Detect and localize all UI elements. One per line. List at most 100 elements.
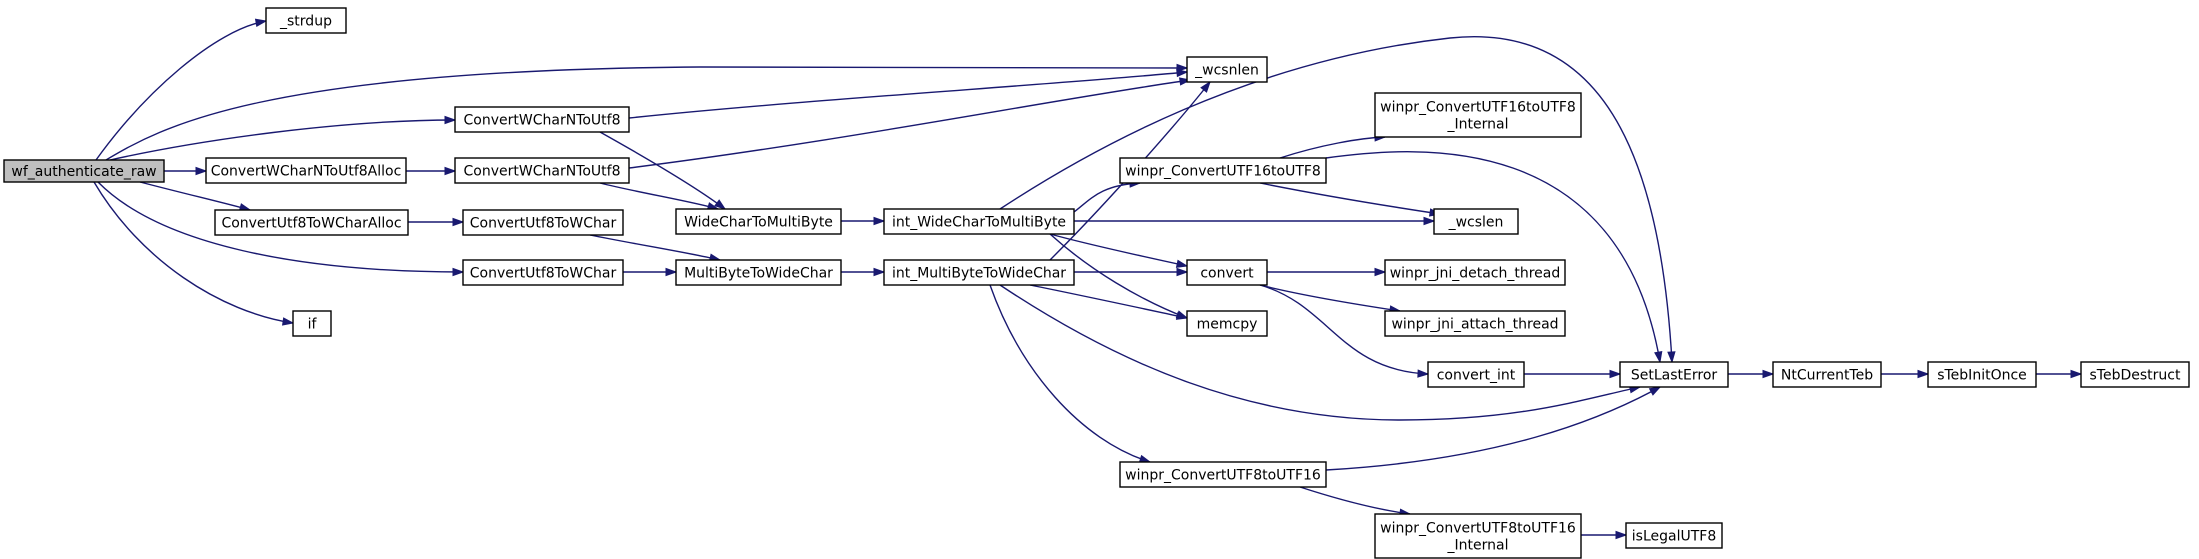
node-label: winpr_ConvertUTF16toUTF8 <box>1380 100 1576 116</box>
node-box <box>675 259 842 286</box>
node-box <box>1772 361 1882 388</box>
node-winpr-convertutf8toutf16[interactable]: winpr_ConvertUTF8toUTF16 <box>1119 461 1327 488</box>
edge-convert-to-convert-int <box>1259 284 1430 378</box>
node-label: int_MultiByteToWideChar <box>892 266 1066 282</box>
node-convertwcharntoutf8-b[interactable]: ConvertWCharNToUtf8 <box>454 157 630 184</box>
node-box <box>1619 361 1729 388</box>
node-box <box>462 209 624 236</box>
node-label: winpr_ConvertUTF8toUTF16 <box>1380 521 1576 537</box>
node-if[interactable]: if <box>292 310 332 337</box>
edge-multibytetowidechar-to-int-multibytetowidechar <box>841 267 886 277</box>
node-convertutf8towchar-a[interactable]: ConvertUtf8ToWChar <box>462 209 624 236</box>
edge-int-multibytetowidechar-to-setlasterror <box>999 284 1642 421</box>
edge-int-multibytetowidechar-to-memcpy <box>1029 284 1189 320</box>
node-wcslen[interactable]: _wcslen <box>1433 208 1519 235</box>
node-box <box>454 106 630 133</box>
node-box <box>1119 461 1327 488</box>
edge-convertwcharntoutf8alloc-to-convertwcharntoutf8-b <box>405 166 457 176</box>
node-int-widechartomultibyte[interactable]: int_WideCharToMultiByte <box>883 208 1075 235</box>
node-setlasterror[interactable]: SetLastError <box>1619 361 1729 388</box>
node-label: winpr_jni_detach_thread <box>1390 266 1561 282</box>
node-box <box>1625 522 1723 549</box>
node-box <box>883 208 1075 235</box>
node-convert-int[interactable]: convert_int <box>1427 361 1525 388</box>
node-winpr-convertutf8toutf16-internal[interactable]: winpr_ConvertUTF8toUTF16_Internal <box>1374 513 1582 559</box>
node-ntcurrentteb[interactable]: NtCurrentTeb <box>1772 361 1882 388</box>
node-strdup[interactable]: _strdup <box>265 7 347 34</box>
edge-convertwcharntoutf8-a-to-wcsnlen <box>628 68 1189 119</box>
node-multibytetowidechar[interactable]: MultiByteToWideChar <box>675 259 842 286</box>
edge-widechartomultibyte-to-int-widechartomultibyte <box>841 216 886 226</box>
edge-wf-authenticate-raw-to-convertutf8towchar-b <box>97 181 465 277</box>
node-box <box>1186 56 1268 83</box>
function-nodes: wf_authenticate_raw _strdup _wcsnlenConver… <box>3 7 2190 559</box>
node-box <box>1427 361 1525 388</box>
edge-wf-authenticate-raw-to-convertwcharntoutf8-a <box>109 115 457 161</box>
edge-winpr-convertutf16toutf8-to-setlasterror <box>1325 151 1663 364</box>
edge-stebinitonce-to-stebdestruct <box>2035 369 2083 379</box>
edge-wf-authenticate-raw-to-convertutf8towcharalloc <box>139 181 252 212</box>
edge-int-multibytetowidechar-to-convert <box>1074 267 1189 277</box>
node-label: NtCurrentTeb <box>1781 368 1873 384</box>
node-box <box>1374 92 1582 138</box>
node-label: _wcslen <box>1448 215 1504 231</box>
node-label: sTebDestruct <box>2090 368 2181 384</box>
node-box <box>1433 208 1519 235</box>
edge-int-widechartomultibyte-to-wcslen <box>1074 216 1436 226</box>
edge-winpr-convertutf8toutf16-to-setlasterror <box>1325 386 1662 471</box>
node-winpr-convertutf16toutf8-internal[interactable]: winpr_ConvertUTF16toUTF8_Internal <box>1374 92 1582 138</box>
edge-int-widechartomultibyte-to-winpr-convertutf16toutf8 <box>1073 179 1142 213</box>
node-convertwcharntoutf8alloc[interactable]: ConvertWCharNToUtf8Alloc <box>205 157 407 184</box>
node-label: ConvertUtf8ToWCharAlloc <box>221 216 401 232</box>
edge-convertwcharntoutf8-b-to-widechartomultibyte <box>599 182 720 211</box>
node-box <box>1119 157 1327 184</box>
node-label: ConvertWCharNToUtf8 <box>464 113 621 129</box>
node-label: ConvertUtf8ToWChar <box>470 216 617 232</box>
edge-convert-int-to-setlasterror <box>1523 369 1622 379</box>
node-box <box>1384 310 1566 337</box>
edge-convertwcharntoutf8-a-to-widechartomultibyte <box>599 131 727 210</box>
node-memcpy[interactable]: memcpy <box>1186 310 1268 337</box>
node-box <box>1384 259 1566 286</box>
node-int-multibytetowidechar[interactable]: int_MultiByteToWideChar <box>883 259 1075 286</box>
node-label: WideCharToMultiByte <box>684 215 833 231</box>
edge-winpr-convertutf16toutf8-to-wcslen <box>1259 182 1442 217</box>
node-box <box>2080 361 2190 388</box>
node-islegalutf8[interactable]: isLegalUTF8 <box>1625 522 1723 549</box>
node-box <box>265 7 347 34</box>
node-convertwcharntoutf8-a[interactable]: ConvertWCharNToUtf8 <box>454 106 630 133</box>
node-winpr-jni-detach-thread[interactable]: winpr_jni_detach_thread <box>1384 259 1566 286</box>
node-label: ConvertUtf8ToWChar <box>470 266 617 282</box>
edge-winpr-convertutf8toutf16-to-winpr-convertutf8toutf16-internal <box>1299 486 1412 517</box>
edge-int-multibytetowidechar-to-winpr-convertutf8toutf16 <box>989 284 1152 463</box>
node-widechartomultibyte[interactable]: WideCharToMultiByte <box>675 208 842 235</box>
edge-wf-authenticate-raw-to-convertwcharntoutf8alloc <box>163 166 208 176</box>
node-label: isLegalUTF8 <box>1632 529 1716 545</box>
edge-wf-authenticate-raw-to-strdup <box>95 18 268 161</box>
node-stebdestruct[interactable]: sTebDestruct <box>2080 361 2190 388</box>
node-label: int_WideCharToMultiByte <box>892 215 1066 231</box>
node-label: _Internal <box>1447 538 1509 554</box>
node-box <box>675 208 842 235</box>
edge-convertwcharntoutf8-b-to-wcsnlen <box>628 77 1192 169</box>
edge-winpr-convertutf8toutf16-internal-to-islegalutf8 <box>1581 530 1628 540</box>
node-wf-authenticate-raw[interactable]: wf_authenticate_raw <box>3 159 165 183</box>
node-winpr-convertutf16toutf8[interactable]: winpr_ConvertUTF16toUTF8 <box>1119 157 1327 184</box>
node-label: _strdup <box>279 14 332 30</box>
node-convertutf8towcharalloc[interactable]: ConvertUtf8ToWCharAlloc <box>214 209 409 236</box>
node-winpr-jni-attach-thread[interactable]: winpr_jni_attach_thread <box>1384 310 1566 337</box>
node-convert[interactable]: convert <box>1186 259 1268 286</box>
node-label: _Internal <box>1447 117 1509 133</box>
node-stebinitonce[interactable]: sTebInitOnce <box>1927 361 2037 388</box>
node-box <box>1186 310 1268 337</box>
node-box <box>3 159 165 183</box>
node-label: sTebInitOnce <box>1937 368 2027 384</box>
node-label: winpr_ConvertUTF8toUTF16 <box>1125 468 1321 484</box>
node-convertutf8towchar-b[interactable]: ConvertUtf8ToWChar <box>462 259 624 286</box>
node-wcsnlen[interactable]: _wcsnlen <box>1186 56 1268 83</box>
call-edges <box>93 18 2083 540</box>
edge-convertutf8towchar-a-to-multibytetowidechar <box>589 234 722 262</box>
edge-wf-authenticate-raw-to-if <box>93 181 295 326</box>
edge-int-widechartomultibyte-to-setlasterror <box>999 36 1676 364</box>
edge-convert-to-winpr-jni-detach-thread <box>1267 267 1387 277</box>
